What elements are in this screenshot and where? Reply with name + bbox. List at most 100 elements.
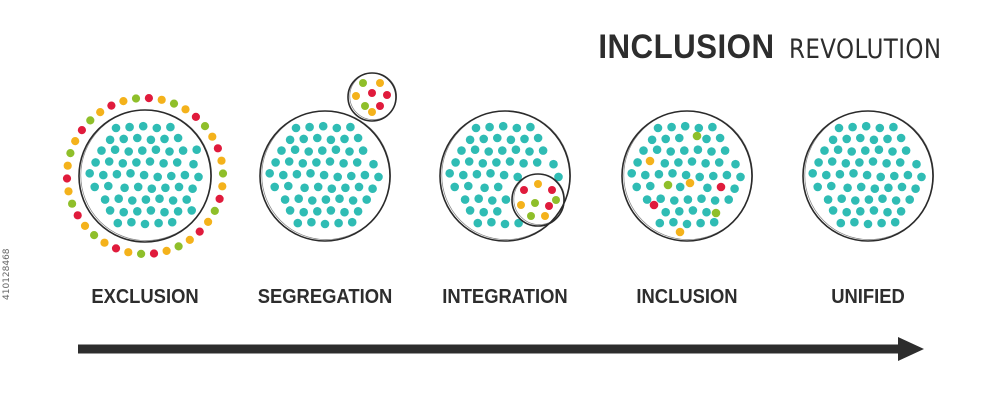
segregation-majority-dot [299,134,309,144]
exclusion-majority-dot [161,183,170,193]
inclusion-majority-dot [688,206,698,215]
segregation-majority-dot [335,194,344,203]
exclusion-majority-dot [111,123,121,133]
segregation-majority-dot [313,133,322,143]
segregation-majority-dot [280,195,290,204]
integration-majority-dot [511,145,521,154]
exclusion-majority-dot [126,169,135,178]
exclusion-outsider-dot [215,194,224,203]
exclusion-outsider-dot [131,94,141,103]
exclusion-majority-dot [138,121,148,131]
exclusion-majority-dot [160,134,169,144]
inclusion-majority-dot [709,217,719,227]
inclusion-majority-dot [633,158,642,167]
exclusion-majority-dot [173,207,183,216]
segregation-majority-dot [307,217,316,227]
inclusion-majority-dot [709,171,718,181]
exclusion-outsider-dot [64,187,73,196]
integration-majority-dot [554,172,563,182]
unified-dot-dot [842,134,851,144]
exclusion-majority-dot [105,135,115,145]
exclusion-outsider-dot [200,122,210,131]
integration-majority-dot [526,122,535,132]
inclusion-majority-dot [694,123,704,133]
segregation-majority-dot [306,169,315,178]
exclusion-outsider-dot [162,246,171,255]
integration-majority-dot [498,146,507,155]
segregation-minority-dot [368,108,376,116]
integration-minority-dot [527,212,535,220]
exclusion-majority-dot [189,159,198,169]
integration-majority-dot [457,146,466,155]
segregation-circle-sketch [261,110,391,240]
inclusion-majority-dot [666,147,675,156]
integration-minority-dot [552,196,560,204]
exclusion-majority-dot [133,182,143,192]
unified-dot-dot [869,135,879,145]
exclusion-majority-dot [192,145,201,154]
inclusion-majority-dot [647,135,657,145]
exclusion-majority-dot [145,157,155,166]
exclusion-outsider-dot [217,156,226,165]
stage-exclusion-graphic [62,94,228,258]
unified-dot-dot [851,196,860,205]
inclusion-majority-dot [702,207,711,217]
unified-dot-dot [855,158,864,167]
inclusion-majority-dot [720,146,730,155]
integration-majority-dot [465,135,475,145]
segregation-majority-dot [313,207,322,216]
segregation-majority-dot [271,158,280,167]
unified-dot-dot [856,207,865,216]
exclusion-majority-dot [152,123,162,133]
unified-dot-dot [883,207,892,217]
exclusion-majority-dot [154,218,163,228]
exclusion-majority-dot [138,146,147,155]
exclusion-outsider-dot [149,249,159,258]
exclusion-majority-dot [133,133,142,143]
title-bold: INCLUSION [598,28,775,66]
segregation-majority-dot [358,146,368,155]
exclusion-outsider-dot [218,169,228,178]
segregation-majority-dot [298,159,308,168]
exclusion-outsider-dot [71,137,80,146]
segregation-majority-dot [339,159,348,168]
integration-majority-dot [512,123,522,133]
exclusion-majority-dot [97,146,106,155]
inclusion-majority-dot [641,170,650,180]
exclusion-outsider-dot [181,105,190,114]
inclusion-majority-dot [714,158,724,167]
exclusion-outsider-dot [157,95,166,104]
segregation-minority-dot [376,79,384,87]
integration-majority-dot [538,146,548,155]
segregation-majority-dot [320,219,330,229]
label-unified: UNIFIED [831,286,905,308]
segregation-minority-dot [352,92,360,100]
unified-dot-dot [905,195,914,204]
exclusion-majority-dot [110,145,120,154]
segregation-majority-dot [308,196,317,205]
inclusion-majority-dot [722,170,732,180]
integration-minority-dot [548,186,556,194]
unified-dot-dot [856,133,865,143]
unified-dot-dot [843,183,852,193]
unified-dot-dot [814,158,823,167]
unified-dot-dot [901,146,911,155]
exclusion-outsider-dot [96,108,105,117]
integration-inner-circle-sketch [513,173,565,225]
exclusion-majority-dot [168,196,178,205]
label-inclusion: INCLUSION [636,286,738,308]
unified-dot-dot [874,145,884,154]
integration-majority-dot [488,196,497,205]
exclusion-majority-dot [194,172,203,182]
inclusion-majority-dot [661,134,670,144]
unified-dot-dot [848,122,857,132]
exclusion-majority-dot [124,147,133,156]
exclusion-majority-dot [104,181,113,191]
segregation-majority-dot [284,157,294,166]
unified-dot-dot [820,146,829,155]
unified-dot-dot [912,159,921,169]
unified-dot-dot [917,172,926,182]
segregation-minority-dot [361,102,369,110]
segregation-minority-dot [359,79,367,87]
unified-dot-dot [847,147,856,156]
